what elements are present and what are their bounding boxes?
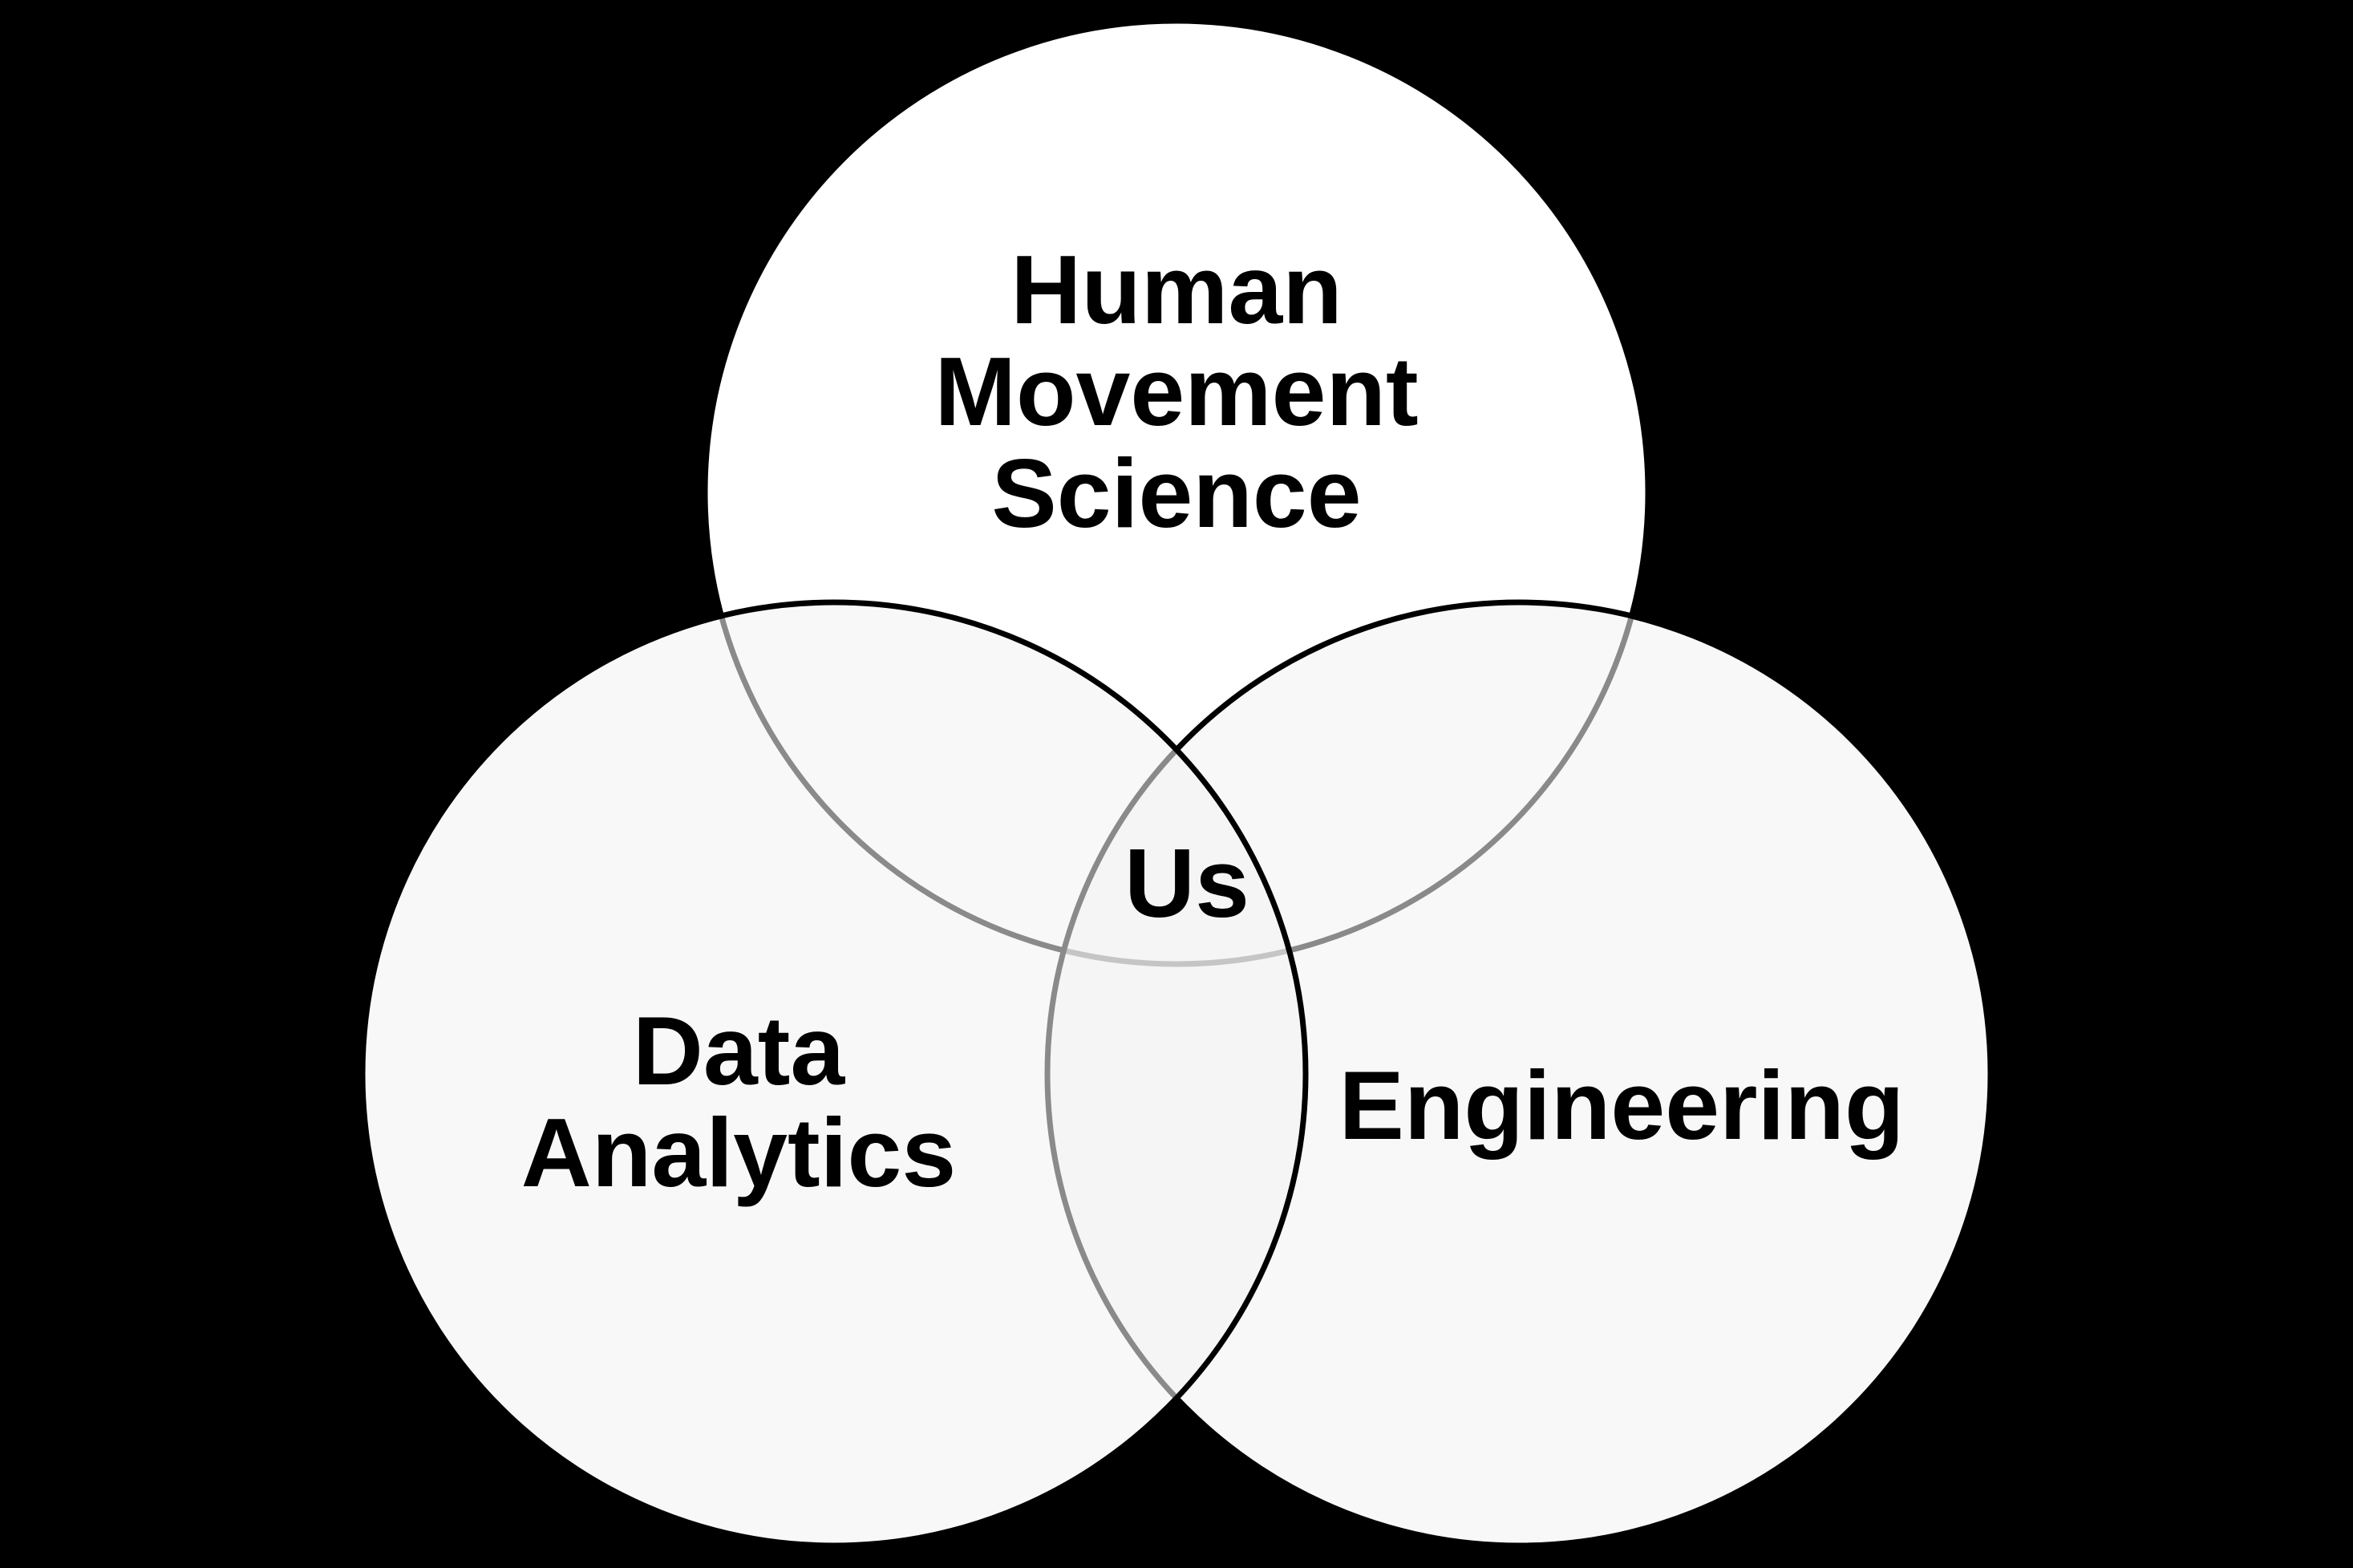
label-data-analytics-line-1: Data (633, 996, 846, 1105)
venn-circle-outlines (359, 18, 1994, 1549)
label-engineering: Engineering (1339, 1051, 1905, 1160)
label-human-movement-science-line-3: Science (991, 439, 1361, 548)
label-human-movement-science-line-1: Human (1010, 235, 1342, 344)
circle-engineering-tint-overlay (1047, 602, 1991, 1546)
label-data-analytics-line-2: Analytics (521, 1098, 956, 1207)
circle-data-analytics-outline (359, 599, 1309, 1549)
label-human-movement-science-line-2: Movement (934, 337, 1418, 446)
circle-data-analytics-tint-overlay (362, 602, 1306, 1546)
label-intersection-us: Us (1124, 829, 1249, 938)
venn-labels: Human Movement Science Data Analytics En… (521, 235, 1905, 1207)
